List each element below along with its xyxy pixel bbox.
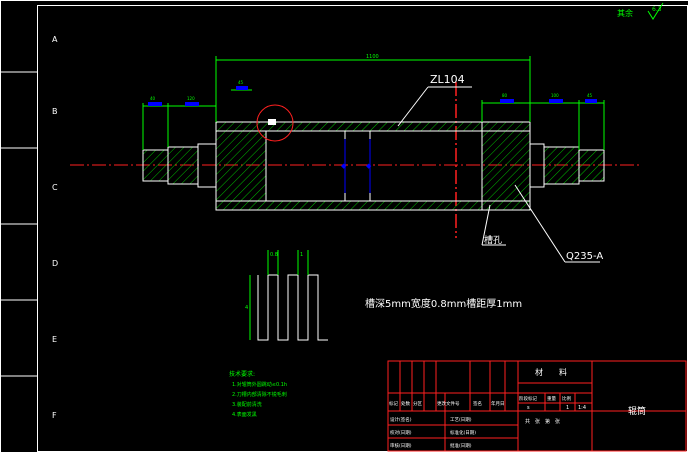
header-cell-3: 分区 <box>413 400 422 407</box>
right-dim-1: 80 <box>502 93 508 98</box>
row-2-left: 校对(日期) <box>390 429 412 436</box>
header-cell-2: 处数 <box>401 400 410 407</box>
notes-item-4: 4.表面发黑 <box>232 411 257 418</box>
right-dimensions: 80 100 45 <box>481 93 605 150</box>
title-block[interactable]: 材 料 辊筒 标记 处数 分区 更改文件号 签名 年月日 阶段标记 重量 比例 … <box>387 360 687 452</box>
header-cell-1: 标记 <box>389 400 398 407</box>
roller-shaft[interactable]: ◆ ◆ <box>142 121 605 211</box>
diameter-mark-left: ◆ <box>341 162 347 170</box>
stage-marks: s <box>527 405 530 411</box>
left-dim-3: 45 <box>238 80 244 85</box>
row-3-middle: 批准(日期) <box>450 442 472 449</box>
right-journal-inner <box>543 146 580 185</box>
header-cell-6: 年月日 <box>491 400 505 407</box>
scale-value: 1:4 <box>578 405 586 411</box>
scale-label: 比例 <box>562 395 571 402</box>
drum-top-wall <box>215 121 531 132</box>
row-2-middle: 标准化(日期) <box>450 429 476 436</box>
row-3-left: 审核(日期) <box>390 442 412 449</box>
left-hub <box>215 130 267 202</box>
overall-dimension: 1100 <box>215 54 531 122</box>
detail-dim-2: 1 <box>300 252 303 258</box>
detail-view-circle[interactable] <box>256 104 294 142</box>
detail-dim-1: 0.8 <box>270 252 278 258</box>
row-marker-a: A <box>52 35 58 44</box>
sheet-info: 共 张 第 张 <box>525 418 560 425</box>
notes-item-1: 1.对辊筒外圆跳动≤0.1h <box>232 381 287 388</box>
stage-label: 阶段标记 <box>519 395 537 402</box>
left-dim-1: 40 <box>150 96 156 101</box>
right-dim-2: 100 <box>551 93 559 98</box>
surface-roughness-note: 其余 6.3 <box>617 2 664 20</box>
overall-dim-text: 1100 <box>366 54 379 60</box>
left-journal-outer <box>142 149 169 182</box>
title-drawing-name: 辊筒 <box>628 405 646 417</box>
left-journal-inner <box>167 146 199 185</box>
technical-notes: 技术要求: 1.对辊筒外圆跳动≤0.1h 2.刀槽内部清除不锐毛刺 3.装配前清… <box>229 370 287 418</box>
notes-item-3: 3.装配前清洗 <box>232 401 262 408</box>
notes-item-2: 2.刀槽内部清除不锐毛刺 <box>232 391 287 398</box>
groove-callout-text: 槽孔 <box>484 234 502 246</box>
right-journal-outer <box>578 149 605 182</box>
row-marker-d: D <box>52 259 58 268</box>
diameter-mark-right: ◆ <box>366 162 372 170</box>
row-marker-f: F <box>52 411 57 420</box>
header-cell-4: 更改文件号 <box>437 400 460 407</box>
left-dim-2: 120 <box>187 96 195 101</box>
roughness-symbol-icon <box>647 2 664 20</box>
groove-callout[interactable]: 槽孔 <box>481 204 506 246</box>
row-marker-c: C <box>52 183 58 192</box>
shaft-material-callout[interactable]: Q235-A <box>514 184 603 263</box>
material-callout[interactable]: ZL104 <box>397 73 472 127</box>
detail-dim-3: 4 <box>245 305 248 311</box>
weight-label: 重量 <box>547 395 556 402</box>
groove-spec-text: 槽深5mm宽度0.8mm槽距厚1mm <box>365 297 522 310</box>
roughness-value: 6.3 <box>652 6 662 13</box>
roughness-label: 其余 <box>617 8 633 18</box>
right-hub <box>481 130 531 202</box>
material-callout-text: ZL104 <box>430 73 465 86</box>
detail-marker <box>268 119 276 125</box>
row-1-middle: 工艺(日期) <box>450 417 472 423</box>
row-marker-e: E <box>52 335 57 344</box>
title-material-label: 材 料 <box>535 367 567 377</box>
row-1-left: 设计(签名) <box>390 416 412 423</box>
drum-bottom-wall <box>215 200 531 211</box>
right-dim-3: 45 <box>587 93 593 98</box>
left-dimensions: 40 120 45 <box>142 80 252 150</box>
header-cell-5: 签名 <box>473 400 482 407</box>
shaft-material-text: Q235-A <box>566 251 603 262</box>
groove-detail-view[interactable]: 0.8 1 4 <box>245 250 328 341</box>
notes-title: 技术要求: <box>229 370 255 378</box>
stage-value: 1 <box>566 405 569 411</box>
row-marker-b: B <box>52 107 58 116</box>
